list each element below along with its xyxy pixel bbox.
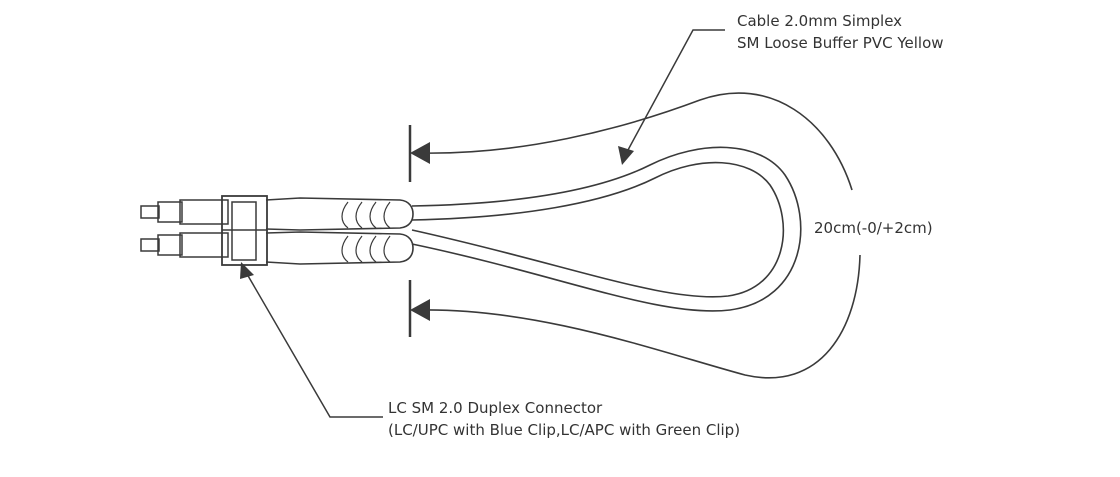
cable-label: Cable 2.0mm Simplex SM Loose Buffer PVC … [737, 10, 944, 54]
connector-ferrule-upper [140, 199, 229, 225]
connector-label: LC SM 2.0 Duplex Connector (LC/UPC with … [388, 397, 740, 441]
cable-label-line2: SM Loose Buffer PVC Yellow [737, 34, 944, 52]
leader-cable [618, 29, 725, 165]
leader-connector [240, 262, 383, 418]
dimension-line-lower [408, 254, 861, 379]
dimension-line-upper [408, 92, 853, 191]
cable-upper [411, 146, 802, 312]
length-label: 20cm(-0/+2cm) [814, 219, 933, 237]
cable-label-line1: Cable 2.0mm Simplex [737, 12, 903, 30]
connector-label-line2: (LC/UPC with Blue Clip,LC/APC with Green… [388, 421, 741, 439]
connector-boot-lower [265, 231, 414, 265]
connector-boot-upper [265, 197, 414, 231]
connector-label-line1: LC SM 2.0 Duplex Connector [388, 399, 603, 417]
connector-clip [221, 195, 268, 266]
connector-ferrule-lower [140, 232, 229, 258]
